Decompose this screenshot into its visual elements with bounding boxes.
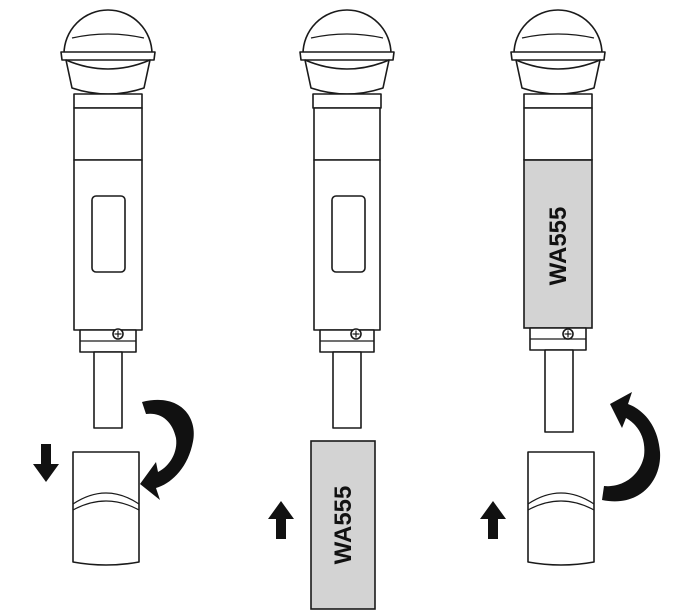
rotate-arrow-icon <box>602 392 661 502</box>
bottom-cap-left <box>72 451 140 566</box>
sleeve-label: WA555 <box>330 486 357 565</box>
microphone-center <box>299 9 395 429</box>
screw-icon <box>350 328 362 340</box>
rotate-arrow-icon <box>140 399 194 500</box>
microphone-right: WA555 <box>510 9 606 433</box>
installed-sleeve-label: WA555 <box>545 207 572 286</box>
up-arrow-icon <box>480 501 506 539</box>
sleeve-center: WA555 <box>310 440 376 610</box>
up-arrow-icon <box>268 501 294 539</box>
bottom-cap-right <box>527 451 595 566</box>
down-arrow-icon <box>33 444 59 482</box>
screw-icon <box>562 328 574 340</box>
microphone-left <box>60 9 156 429</box>
screw-icon <box>112 328 124 340</box>
